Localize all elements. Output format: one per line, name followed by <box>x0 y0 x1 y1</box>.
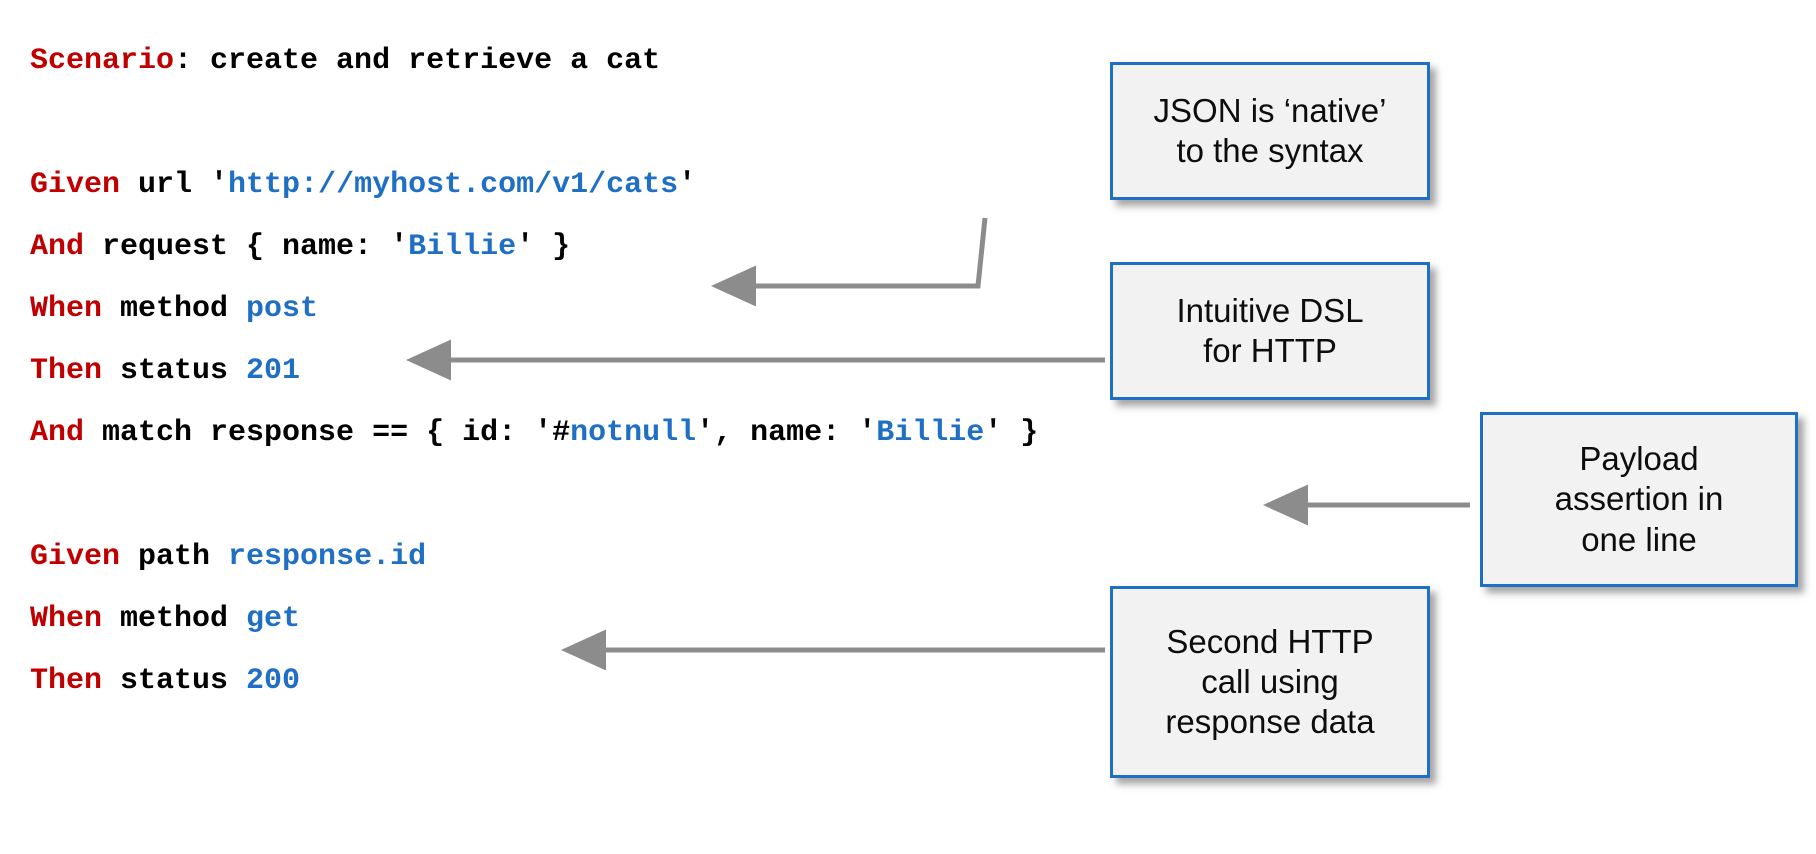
code-token: ' <box>390 230 409 264</box>
code-token: Then <box>30 354 103 388</box>
code-token: status <box>102 354 247 388</box>
code-token: ' <box>210 168 229 202</box>
code-token: , name: <box>714 416 859 450</box>
code-line-when-method-post: When method post <box>30 278 1038 340</box>
code-token: ' <box>984 416 1003 450</box>
code-line-scenario: Scenario: create and retrieve a cat <box>30 30 1038 92</box>
code-line-when-method-get: When method get <box>30 588 1038 650</box>
callout-second-http-call: Second HTTP call using response data <box>1110 586 1430 778</box>
code-token: : create and retrieve a cat <box>174 44 661 78</box>
callout-line: to the syntax <box>1176 132 1364 169</box>
code-token: And <box>30 230 85 264</box>
code-line-blank-1 <box>30 92 1038 154</box>
callout-payload-assertion: Payload assertion in one line <box>1480 412 1798 587</box>
callout-line: Second HTTP <box>1166 622 1374 660</box>
code-token: Then <box>30 664 103 698</box>
callout-line: assertion in <box>1554 480 1724 518</box>
callout-line: call using <box>1201 662 1339 700</box>
callout-line: JSON is ‘native’ <box>1153 91 1387 129</box>
code-token: When <box>30 292 103 326</box>
code-token: method <box>102 292 247 326</box>
callout-line: Payload <box>1579 440 1699 478</box>
code-token: ' <box>696 416 715 450</box>
code-line-given-url: Given url 'http://myhost.com/v1/cats' <box>30 154 1038 216</box>
code-token: response.id <box>228 540 427 574</box>
code-token: } <box>534 230 571 264</box>
code-token: ' <box>678 168 697 202</box>
callout-json-native: JSON is ‘native’ to the syntax <box>1110 62 1430 200</box>
code-token: path <box>120 540 229 574</box>
code-line-then-status-201: Then status 201 <box>30 340 1038 402</box>
code-token: 200 <box>246 664 301 698</box>
callout-line: for HTTP <box>1203 332 1337 369</box>
code-token: Billie <box>408 230 517 264</box>
code-token: ' <box>858 416 877 450</box>
code-token: Given <box>30 168 121 202</box>
code-token: } <box>1002 416 1039 450</box>
code-token: Scenario <box>30 44 175 78</box>
code-line-blank-2 <box>30 464 1038 526</box>
code-token: notnull <box>570 416 697 450</box>
callout-line: one line <box>1581 520 1697 558</box>
code-line-and-match-response: And match response == { id: '#notnull', … <box>30 402 1038 464</box>
code-token: url <box>120 168 211 202</box>
code-token: http://myhost.com/v1/cats <box>228 168 679 202</box>
code-token: ' <box>516 230 535 264</box>
code-line-given-path: Given path response.id <box>30 526 1038 588</box>
callout-intuitive-dsl: Intuitive DSL for HTTP <box>1110 262 1430 400</box>
code-token: Given <box>30 540 121 574</box>
code-token: 201 <box>246 354 301 388</box>
code-line-and-request: And request { name: 'Billie' } <box>30 216 1038 278</box>
code-line-then-status-200: Then status 200 <box>30 650 1038 712</box>
code-token: '# <box>534 416 571 450</box>
callout-line: response data <box>1165 703 1375 741</box>
code-token: get <box>246 602 301 636</box>
code-block: Scenario: create and retrieve a cat Give… <box>30 30 1038 712</box>
code-token: match response == { id: <box>84 416 535 450</box>
code-token: post <box>246 292 319 326</box>
code-token: Billie <box>876 416 985 450</box>
code-token: status <box>102 664 247 698</box>
code-token: request { name: <box>84 230 391 264</box>
callout-line: Intuitive DSL <box>1176 291 1364 329</box>
code-token: And <box>30 416 85 450</box>
code-token: method <box>102 602 247 636</box>
code-token: When <box>30 602 103 636</box>
